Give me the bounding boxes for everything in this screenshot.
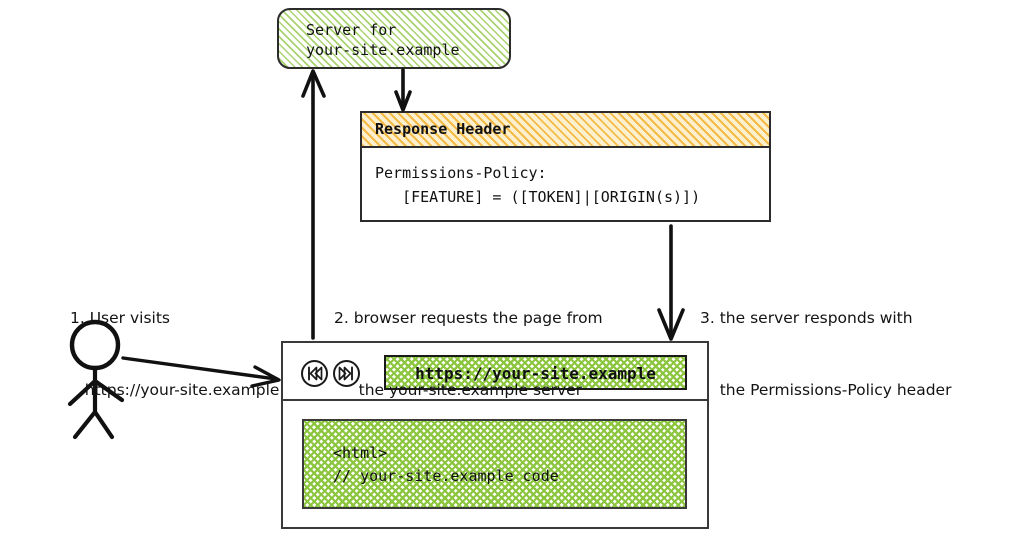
rewind-icon[interactable] <box>301 360 328 387</box>
url-address-bar[interactable]: https://your-site.example <box>384 355 687 390</box>
response-header-title: Response Header <box>375 120 511 138</box>
server-box: Server for your-site.example <box>277 8 511 69</box>
response-header-line-1: Permissions-Policy: <box>375 164 547 182</box>
server-box-label-line1: Server for <box>306 21 397 39</box>
fast-forward-icon[interactable] <box>333 360 360 387</box>
annotation-step-2-line-1: 2. browser requests the page from <box>334 309 603 327</box>
response-header-line-2: [FEATURE] = ([TOKEN]|[ORIGIN(s)]) <box>375 188 701 206</box>
annotation-step-1-line-1: 1. User visits <box>70 309 170 327</box>
annotation-step-3-line-1: 3. the server responds with <box>700 309 913 327</box>
annotation-step-2: 2. browser requests the page from the yo… <box>334 258 603 450</box>
annotation-step-1: 1. User visits https://your-site.example <box>70 258 279 450</box>
browser-toolbar: https://your-site.example <box>283 343 707 401</box>
browser-page-content: <html> // your-site.example code <box>302 419 687 509</box>
response-header-card: Response Header Permissions-Policy: [FEA… <box>360 111 771 222</box>
response-header-title-bar: Response Header <box>362 113 769 148</box>
arrow-response-header-to-browser <box>657 224 685 341</box>
annotation-step-3-line-2: the Permissions-Policy header <box>700 381 952 399</box>
page-code-line-1: <html> <box>333 444 388 462</box>
page-code-line-2: // your-site.example code <box>333 467 559 485</box>
annotation-step-3: 3. the server responds with the Permissi… <box>700 258 951 450</box>
browser-window: https://your-site.example <html> // your… <box>281 341 709 529</box>
url-address-bar-value: https://your-site.example <box>415 364 656 383</box>
server-box-label-line2: your-site.example <box>306 41 460 59</box>
arrow-browser-to-server <box>301 69 326 340</box>
response-header-body: Permissions-Policy: [FEATURE] = ([TOKEN]… <box>362 148 769 209</box>
arrow-server-to-response-header <box>394 68 412 112</box>
annotation-step-1-line-2: https://your-site.example <box>70 381 280 399</box>
annotation-step-2-line-2: the your-site.example server <box>334 381 583 399</box>
